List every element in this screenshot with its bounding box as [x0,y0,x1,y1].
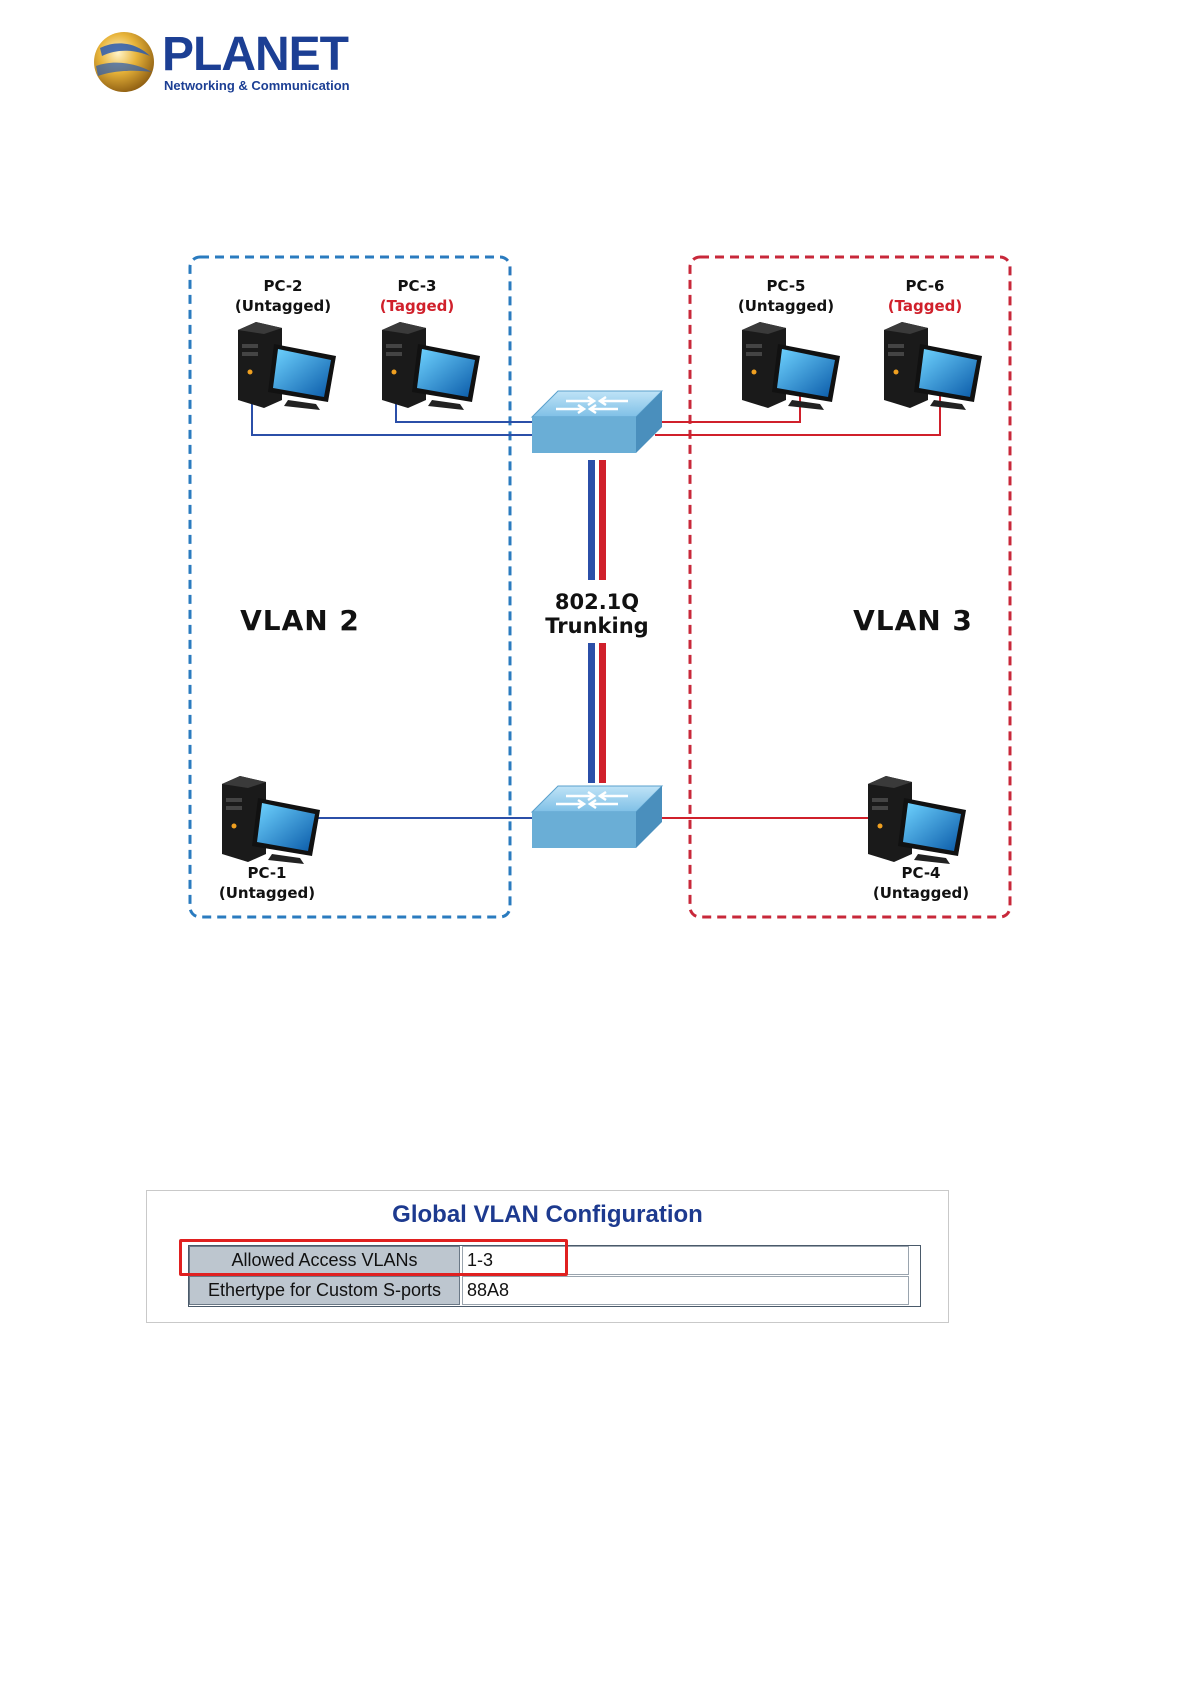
pc5-computer-icon [742,322,840,410]
pc2-computer-icon [238,322,336,410]
pc1-computer-icon [222,776,320,864]
pc4-name: PC-4 [901,864,940,882]
switch-icon-bottom [532,786,662,848]
pc5-name: PC-5 [766,277,805,295]
pc6-computer-icon [884,322,982,410]
pc6-name: PC-6 [905,277,944,295]
pc3-computer-icon [382,322,480,410]
pc2-name: PC-2 [263,277,302,295]
switch-icon-top [532,391,662,453]
pc1-mode: (Untagged) [219,884,315,902]
pc2-mode: (Untagged) [235,297,331,315]
global-vlan-config-panel: Global VLAN Configuration Allowed Access… [146,1190,949,1323]
vlan2-label: VLAN 2 [240,604,360,637]
config-row-ethertype: Ethertype for Custom S-ports 88A8 [189,1276,920,1305]
ethertype-label: Ethertype for Custom S-ports [189,1276,460,1305]
pc4-mode: (Untagged) [873,884,969,902]
ethertype-input[interactable]: 88A8 [462,1276,909,1305]
highlight-box [179,1239,568,1276]
pc4-computer-icon [868,776,966,864]
trunk-label-line1: 802.1Q [555,590,639,614]
pc3-name: PC-3 [397,277,436,295]
vlan3-label: VLAN 3 [853,604,973,637]
trunk-label-line2: Trunking [545,614,648,638]
pc1-name: PC-1 [247,864,286,882]
pc3-mode: (Tagged) [380,297,455,315]
pc5-mode: (Untagged) [738,297,834,315]
pc6-mode: (Tagged) [888,297,963,315]
panel-title: Global VLAN Configuration [147,1201,948,1229]
